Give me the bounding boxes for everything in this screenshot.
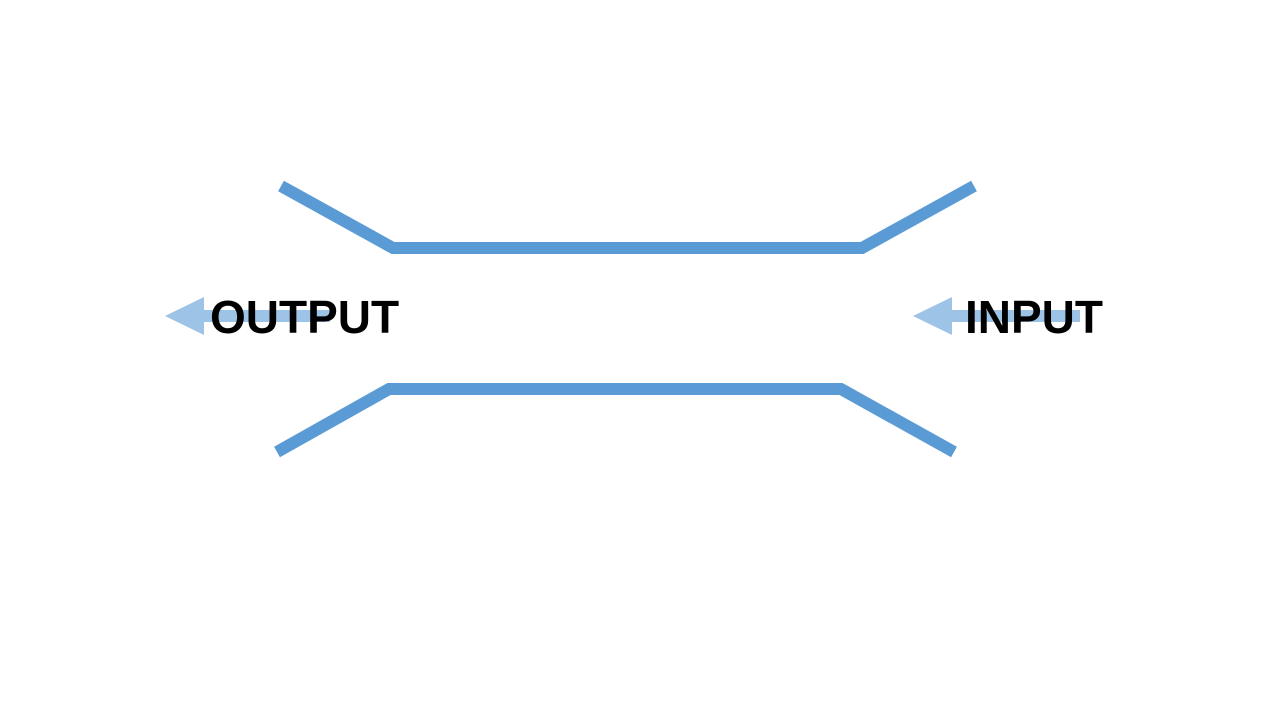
bottom-channel-wall (274, 383, 957, 458)
top-channel-wall (278, 180, 977, 254)
output-label: OUTPUT (210, 291, 400, 343)
input-label: INPUT (965, 291, 1103, 343)
input-arrow-icon (913, 297, 1080, 335)
output-arrow-icon (165, 297, 330, 335)
